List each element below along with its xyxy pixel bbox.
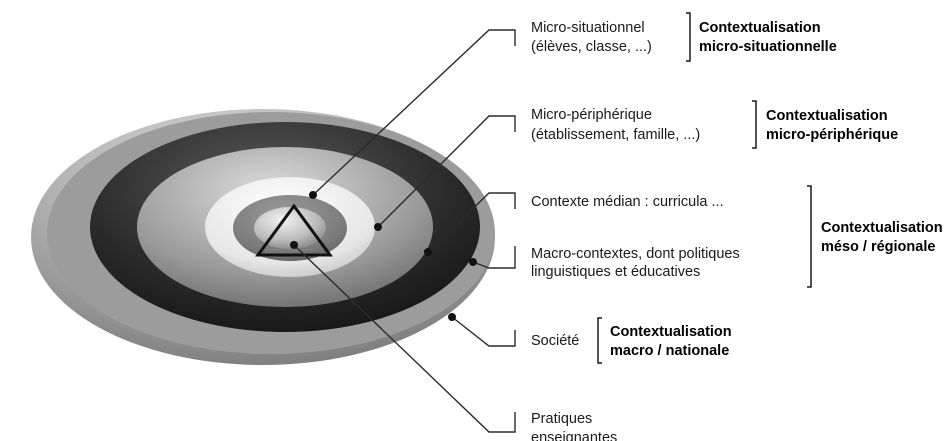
- label-micro-situationnel: Micro-situationnel (élèves, classe, ...): [531, 20, 652, 55]
- bracket-micro-peripherique: [752, 100, 757, 149]
- ring-core: [254, 207, 326, 249]
- label-societe: Société: [531, 333, 579, 349]
- label-contexte-median: Contexte médian : curricula ...: [531, 194, 724, 210]
- context-macro-nationale: Contextualisation macro / nationale: [610, 324, 736, 359]
- dot-contexte-median: [424, 248, 432, 256]
- label-pratiques: Pratiques enseignantes: [531, 411, 617, 441]
- leader-societe: [451, 316, 516, 347]
- leader-micro-situationnel: [312, 29, 516, 196]
- dot-pratiques: [290, 241, 298, 249]
- leader-pratiques: [293, 244, 516, 433]
- dot-societe: [448, 313, 456, 321]
- dot-micro-peripherique: [374, 223, 382, 231]
- leader-micro-peripherique: [377, 115, 516, 228]
- context-micro-situationnelle: Contextualisation micro-situationnelle: [699, 20, 837, 55]
- triangle-icon: [255, 203, 333, 257]
- bracket-micro-situationnel: [686, 12, 691, 62]
- bracket-macro-nationale: [597, 317, 602, 364]
- label-macro-contextes: Macro-contextes, dont politiques linguis…: [531, 246, 744, 280]
- context-micro-peripherique: Contextualisation micro-périphérique: [766, 108, 898, 143]
- leader-macro-contextes: [472, 246, 516, 269]
- label-micro-peripherique: Micro-périphérique (établissement, famil…: [531, 107, 700, 143]
- context-meso-regionale: Contextualisation méso / régionale: [821, 220, 946, 255]
- dot-micro-situationnel: [309, 191, 317, 199]
- bracket-meso-regionale: [807, 185, 812, 288]
- dot-macro-contextes: [469, 258, 477, 266]
- leader-contexte-median: [427, 192, 516, 253]
